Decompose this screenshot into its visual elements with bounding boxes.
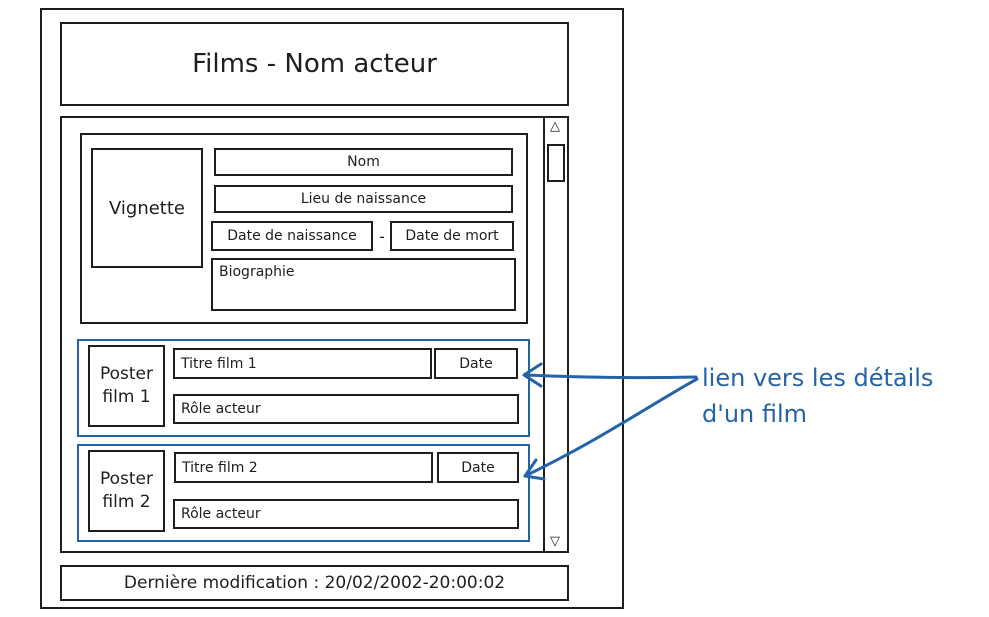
actor-birthdate-field: Date de naissance: [211, 221, 373, 251]
arrow-to-film-1: [524, 373, 698, 380]
scroll-down-icon[interactable]: ▽: [545, 533, 565, 551]
film-role-2-label: Rôle acteur: [181, 506, 261, 522]
actor-name-label: Nom: [347, 154, 380, 170]
scrollbar-thumb[interactable]: [547, 144, 565, 182]
date-separator: -: [374, 221, 390, 251]
film-title-2-label: Titre film 2: [182, 459, 258, 476]
content-panel: [60, 116, 569, 553]
link-annotation-line-2: d'un film: [702, 400, 808, 428]
actor-deathdate-label: Date de mort: [405, 228, 499, 244]
actor-biography-label: Biographie: [219, 264, 295, 280]
page-header: Films - Nom acteur: [60, 22, 569, 106]
actor-biography-field: Biographie: [211, 258, 516, 311]
scrollbar[interactable]: [543, 117, 567, 552]
film-card-1[interactable]: [77, 339, 530, 437]
film-title-1: Titre film 1: [173, 348, 432, 379]
actor-deathdate-field: Date de mort: [390, 221, 514, 251]
scroll-up-icon[interactable]: △: [545, 118, 565, 136]
actor-birthplace-label: Lieu de naissance: [300, 191, 427, 207]
date-separator-label: -: [379, 226, 385, 246]
arrow-head-film-1: [522, 362, 543, 388]
film-role-2: Rôle acteur: [173, 499, 519, 529]
actor-name-field: Nom: [214, 148, 513, 176]
arrow-head-film-2: [523, 458, 546, 481]
actor-birthplace-field: Lieu de naissance: [214, 185, 513, 213]
app-window: [40, 8, 624, 609]
scroll-up-glyph: △: [550, 119, 560, 134]
film-role-1-label: Rôle acteur: [181, 401, 261, 417]
scroll-down-glyph: ▽: [550, 534, 560, 549]
actor-thumbnail-label: Vignette: [108, 197, 186, 219]
arrow-to-film-2: [523, 377, 699, 478]
film-card-2[interactable]: [77, 444, 530, 542]
last-modified-text: Dernière modification : 20/02/2002-20:00…: [123, 573, 506, 593]
film-title-1-label: Titre film 1: [181, 355, 257, 372]
film-title-2: Titre film 2: [174, 452, 433, 483]
film-date-2: Date: [437, 452, 519, 483]
link-annotation-line-1: lien vers les détails: [702, 364, 934, 392]
film-role-1: Rôle acteur: [173, 394, 519, 424]
link-annotation: lien vers les détails d'un film: [702, 360, 982, 432]
film-date-2-label: Date: [461, 459, 495, 476]
last-modified-footer: Dernière modification : 20/02/2002-20:00…: [60, 565, 569, 601]
film-date-1-label: Date: [459, 355, 493, 372]
film-date-1: Date: [434, 348, 518, 379]
actor-details-card: [80, 133, 528, 324]
page-title: Films - Nom acteur: [192, 49, 437, 79]
actor-birthdate-label: Date de naissance: [227, 228, 357, 244]
actor-thumbnail: Vignette: [91, 148, 203, 268]
